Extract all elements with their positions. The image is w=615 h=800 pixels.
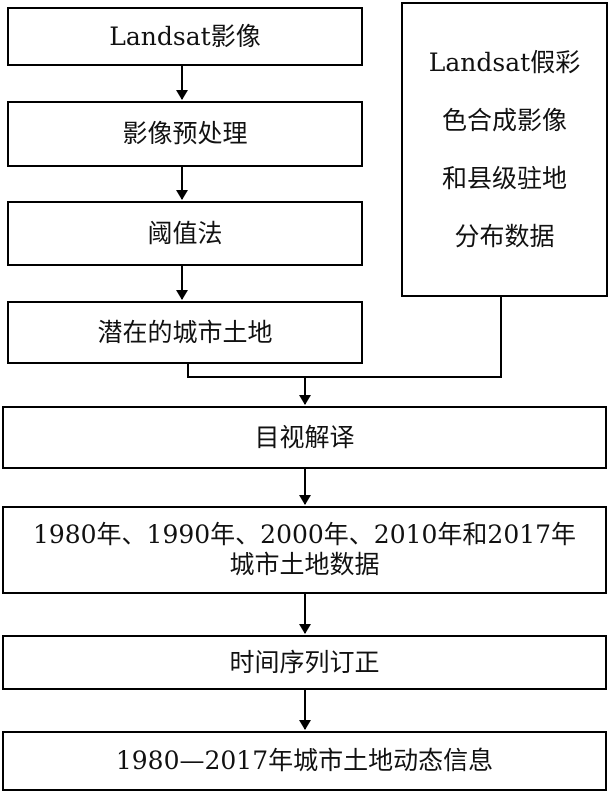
node-threshold: 阈值法 bbox=[7, 201, 363, 266]
node-reference-data: Landsat假彩 色合成影像 和县级驻地 分布数据 bbox=[401, 2, 608, 297]
node-threshold-label: 阈值法 bbox=[147, 218, 223, 248]
node-potential-urban-land: 潜在的城市土地 bbox=[7, 301, 363, 364]
node-reference-data-label: Landsat假彩 色合成影像 和县级驻地 分布数据 bbox=[428, 47, 581, 251]
node-landsat-image-label: Landsat影像 bbox=[109, 21, 261, 51]
node-visual-interpretation: 目视解译 bbox=[2, 406, 607, 469]
node-urban-land-data-label: 1980年、1990年、2000年、2010年和2017年 城市土地数据 bbox=[32, 520, 577, 579]
node-time-series-correction: 时间序列订正 bbox=[2, 635, 607, 690]
node-urban-land-data: 1980年、1990年、2000年、2010年和2017年 城市土地数据 bbox=[2, 506, 607, 594]
node-dynamic-info: 1980—2017年城市土地动态信息 bbox=[2, 731, 607, 791]
node-preprocessing: 影像预处理 bbox=[7, 101, 363, 167]
node-dynamic-info-label: 1980—2017年城市土地动态信息 bbox=[115, 746, 494, 775]
node-preprocessing-label: 影像预处理 bbox=[122, 119, 248, 148]
node-landsat-image: Landsat影像 bbox=[7, 7, 363, 66]
node-visual-interpretation-label: 目视解译 bbox=[254, 422, 355, 452]
node-potential-urban-land-label: 潜在的城市土地 bbox=[97, 317, 273, 347]
node-time-series-correction-label: 时间序列订正 bbox=[229, 647, 380, 677]
merge-line-potential bbox=[187, 297, 502, 378]
